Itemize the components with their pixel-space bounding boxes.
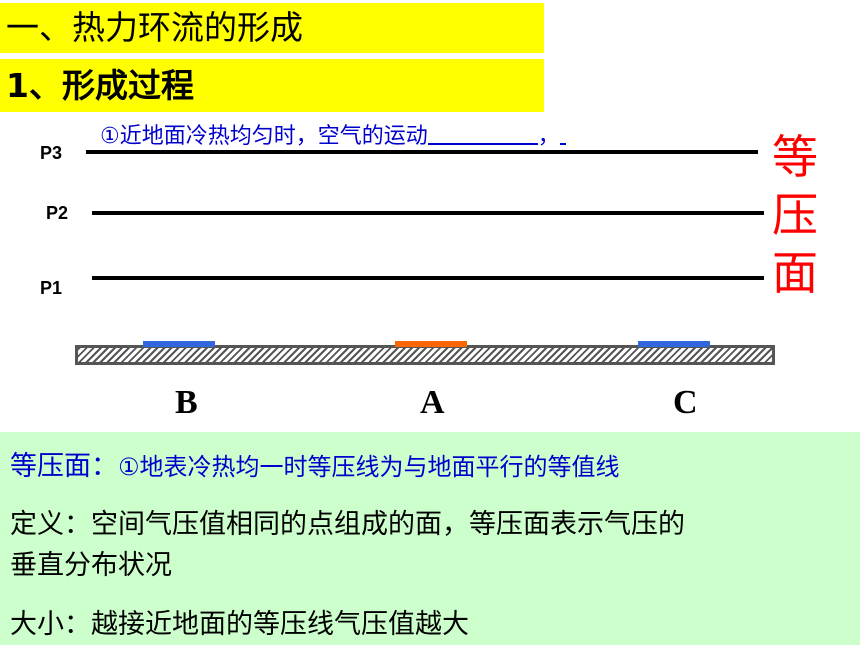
definition-line-1: 定义：空间气压值相同的点组成的面，等压面表示气压的 xyxy=(10,509,685,540)
location-label-c: C xyxy=(673,384,698,421)
isobar-label-p1: P1 xyxy=(40,278,63,298)
isobar-label-p3: P3 xyxy=(40,143,63,163)
isobar-line-p3 xyxy=(86,150,758,154)
definition-line-2: 垂直分布状况 xyxy=(10,550,172,581)
location-label-a: A xyxy=(420,384,445,421)
subsection-title: 1、形成过程 xyxy=(0,59,544,112)
isobaric-term-row: 等压面：①地表冷热均一时等压线为与地面平行的等值线 xyxy=(10,444,620,483)
isobar-line-p1 xyxy=(92,276,764,280)
isobar-line-p2 xyxy=(92,211,764,215)
isobar-label-p2: P2 xyxy=(46,203,69,223)
answer-blank xyxy=(427,121,538,145)
question-tail: ， xyxy=(537,124,560,149)
term-description: ①地表冷热均一时等压线为与地面平行的等值线 xyxy=(118,453,620,481)
diagram-question: ①近地面冷热均匀时，空气的运动 ， xyxy=(100,118,566,150)
location-label-b: B xyxy=(175,384,198,421)
term-label: 等压面： xyxy=(10,451,118,482)
section-title: 一、热力环流的形成 xyxy=(0,3,544,53)
notes-panel: 等压面：①地表冷热均一时等压线为与地面平行的等值线 定义：空间气压值相同的点组成… xyxy=(0,432,860,645)
answer-blank-end xyxy=(559,121,566,145)
hot-surface-a xyxy=(395,341,467,347)
magnitude-line: 大小：越接近地面的等压线气压值越大 xyxy=(10,609,469,640)
cold-surface-c xyxy=(638,341,710,347)
question-text: ①近地面冷热均匀时，空气的运动 xyxy=(100,124,428,149)
ground-surface xyxy=(75,345,775,365)
cold-surface-b xyxy=(143,341,215,347)
isobaric-surface-label: 等压面 xyxy=(772,130,818,300)
